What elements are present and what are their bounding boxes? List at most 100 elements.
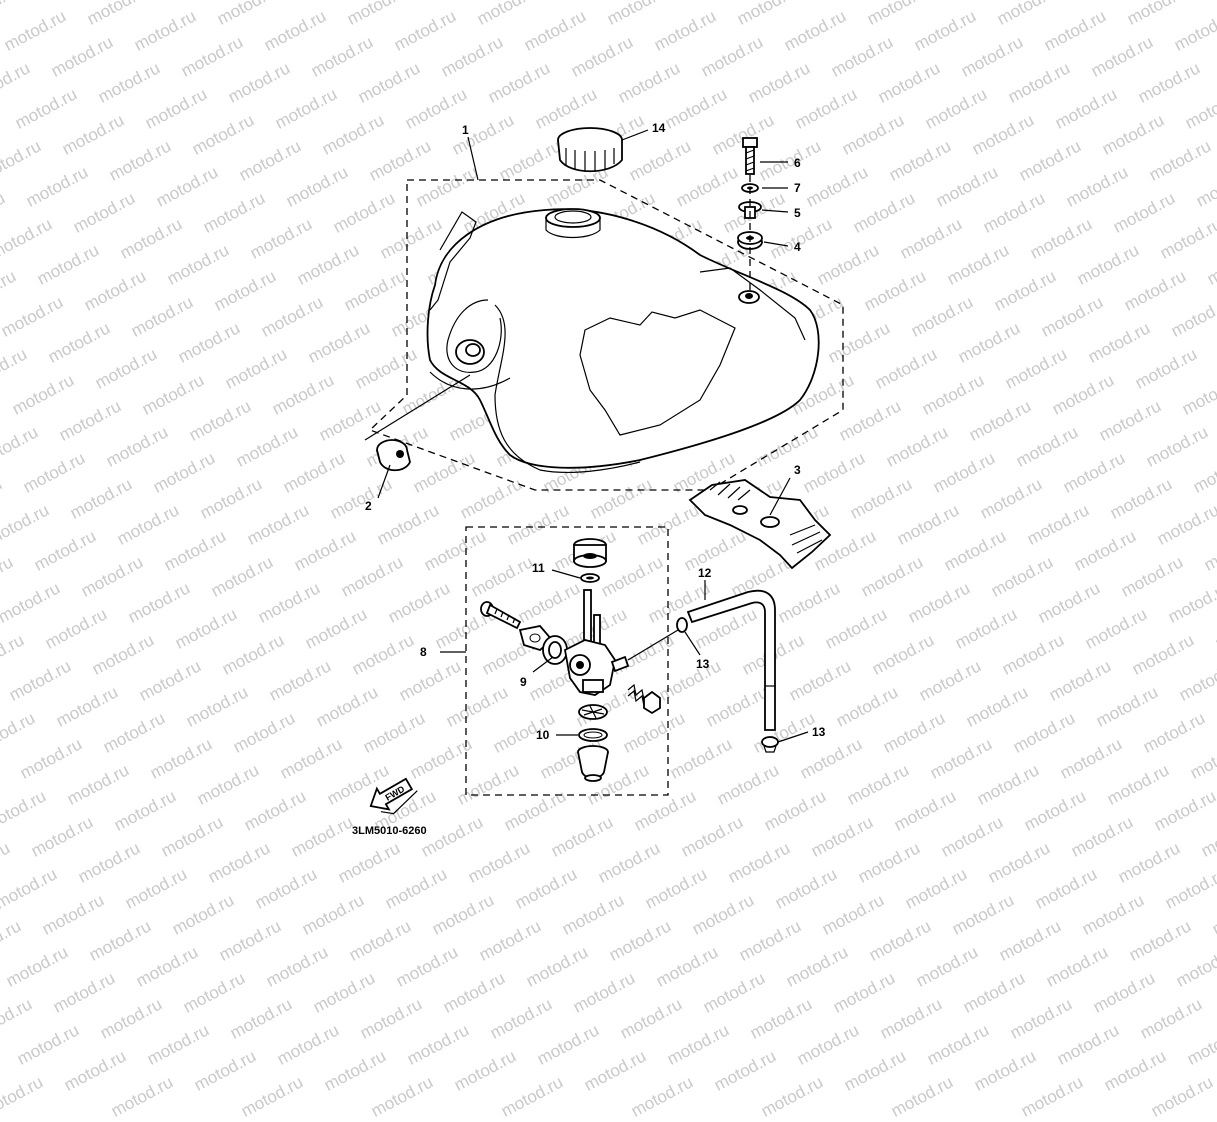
hose-clip-upper [676,617,688,633]
tank-rear-mount [738,290,760,304]
watermark-text: motod.ru [216,916,285,965]
fuel-hose [686,589,776,731]
watermark-text: motod.ru [97,994,166,1043]
watermark-text: motod.ru [606,916,675,965]
watermark-text: motod.ru [888,1072,957,1121]
front-damper [376,439,411,472]
watermark-text: motod.ru [180,968,249,1017]
watermark-text: motod.ru [653,942,722,991]
watermark-text: motod.ru [133,942,202,991]
watermark-text: motod.ru [534,1020,603,1069]
watermark-text: motod.ru [971,1046,1040,1095]
callout-3: 3 [794,463,801,477]
watermark-text: motod.ru [1018,1072,1087,1121]
watermark-text: motod.ru [960,968,1029,1017]
watermark-text: motod.ru [1173,942,1217,991]
callout-2: 2 [365,499,372,513]
watermark-text: motod.ru [1137,994,1206,1043]
watermark-text: motod.ru [263,942,332,991]
callout-10: 10 [536,728,550,742]
watermark-text: motod.ru [191,1046,260,1095]
watermark-text: motod.ru [238,1072,307,1121]
o-ring-large [578,728,608,742]
watermark-text: motod.ru [440,968,509,1017]
watermark-text: motod.ru [628,1072,697,1121]
watermark-text: motod.ru [0,994,36,1043]
strainer [578,704,608,720]
hose-connection-line [627,626,684,661]
tank-front-boss [455,339,485,365]
leader-lines [377,129,809,743]
fuel-cock-assembly-boundary [465,526,669,796]
callout-11: 11 [532,561,545,575]
hose-clip-lower [761,736,779,753]
watermark-text: motod.ru [570,968,639,1017]
rear-bracket [688,479,832,570]
watermark-text: motod.ru [393,942,462,991]
watermark-text: motod.ru [866,916,935,965]
watermark-text: motod.ru [617,994,686,1043]
watermark-text: motod.ru [924,1020,993,1069]
watermark-text: motod.ru [700,968,769,1017]
watermark-text: motod.ru [830,968,899,1017]
watermark-text: motod.ru [346,916,415,965]
callout-14: 14 [652,121,666,135]
filler-neck [545,208,601,239]
watermark-text: motod.ru [758,1072,827,1121]
watermark-text: motod.ru [451,1046,520,1095]
fuel-cock-body [563,589,630,696]
watermark-text: motod.ru [711,1046,780,1095]
watermark-text: motod.ru [913,942,982,991]
watermark-text: motod.ru [0,916,25,965]
damper-axis-line [364,374,471,441]
watermark-text: motod.ru [841,1046,910,1095]
o-ring-small [580,573,600,583]
watermark-text: motod.ru [227,994,296,1043]
fuel-cap [557,127,623,173]
watermark-text: motod.ru [274,1020,343,1069]
watermark-text: motod.ru [1007,994,1076,1043]
watermark-text: motod.ru [0,1072,47,1121]
callout-5: 5 [794,206,801,220]
exploded-parts-diagram: 1 14 6 7 5 4 2 3 8 9 10 11 12 13 13 FWD … [352,121,844,837]
watermark-text: motod.ru [664,1020,733,1069]
watermark-text: motod.ru [368,1072,437,1121]
cap-nut [573,538,607,568]
callout-labels: 1 14 6 7 5 4 2 3 8 9 10 11 12 13 13 [365,121,826,742]
callout-9: 9 [520,675,527,689]
part-code: 3LM5010-6260 [352,825,427,837]
watermark-text: motod.ru [321,1046,390,1095]
watermark-text: motod.ru [404,1020,473,1069]
watermark-text: motod.ru [1043,942,1112,991]
watermark-text: motod.ru [996,916,1065,965]
sediment-cup [577,745,609,782]
nut [643,690,661,715]
callout-6: 6 [794,156,801,170]
watermark-text: motod.ru [108,1072,177,1121]
watermark-text: motod.ru [1090,968,1159,1017]
watermark-text: motod.ru [1054,1020,1123,1069]
watermark-text: motod.ru [1126,916,1195,965]
watermark-text: motod.ru [523,942,592,991]
callout-12: 12 [698,566,712,580]
callout-7: 7 [794,181,801,195]
watermark-text: motod.ru [144,1020,213,1069]
watermark-text: motod.ru [310,968,379,1017]
watermark-text: motod.ru [61,1046,130,1095]
watermark-text: motod.ru [877,994,946,1043]
callout-8: 8 [420,645,427,659]
gasket [542,635,568,665]
watermark-text: motod.ru [487,994,556,1043]
callout-1: 1 [462,123,469,137]
callout-13-upper: 13 [696,657,710,671]
screw [480,601,522,630]
watermark-text: motod.ru [476,916,545,965]
bolt [742,137,758,175]
watermark-text: motod.ru [1101,1046,1170,1095]
watermark-text: motod.ru [1148,1072,1217,1121]
watermark-text: motod.ru [1184,1020,1217,1069]
watermark-text: motod.ru [581,1046,650,1095]
watermark-text: motod.ru [783,942,852,991]
watermark-text: motod.ru [747,994,816,1043]
watermark-text: motod.ru [86,916,155,965]
